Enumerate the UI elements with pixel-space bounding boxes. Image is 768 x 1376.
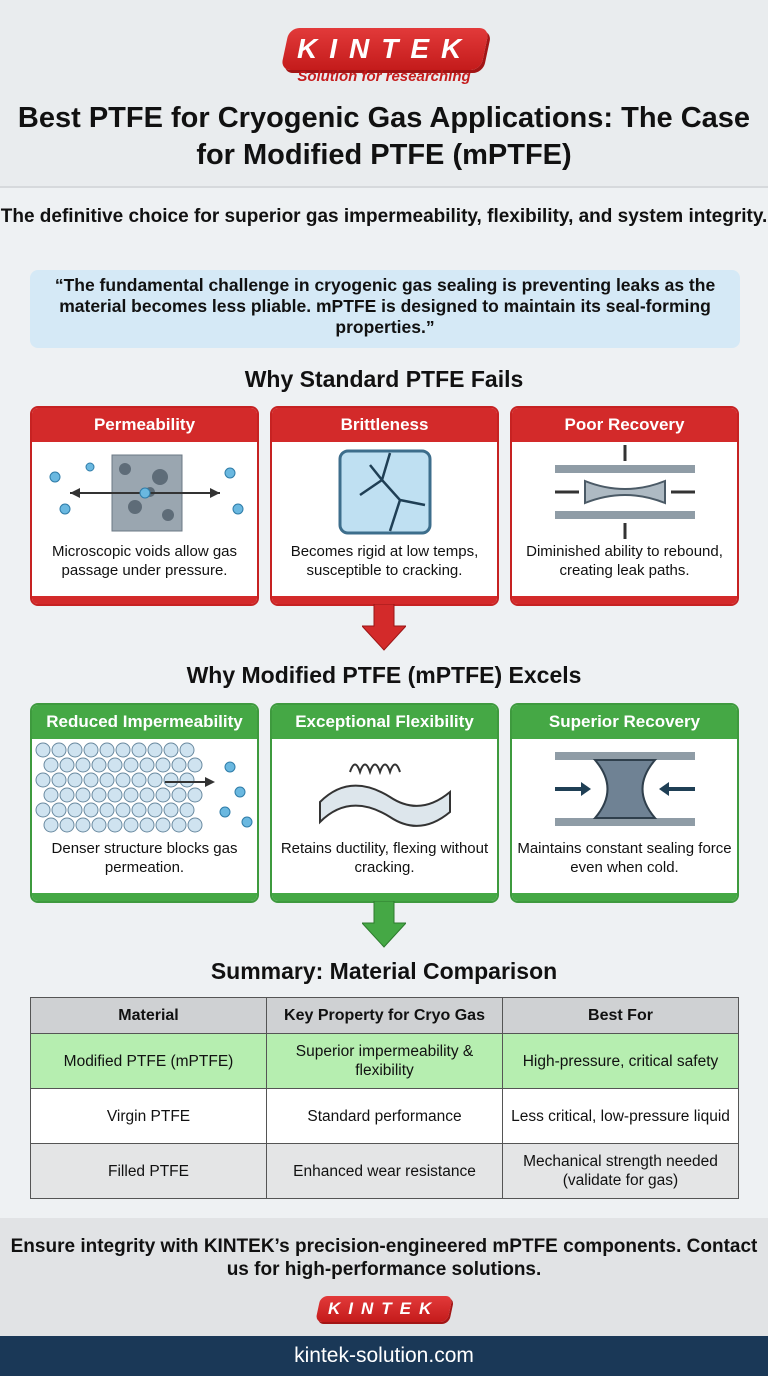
card-exceptional-flexibility: Exceptional Flexibility Retains ductilit… <box>270 703 499 903</box>
card-text: Retains ductility, flexing without crack… <box>280 840 489 876</box>
card-superior-recovery: Superior Recovery Maintains constant sea… <box>510 703 739 903</box>
card-reduced-impermeability: Reduced Impermeability Denser structure … <box>30 703 259 903</box>
card-footer <box>32 893 257 901</box>
card-title: Permeability <box>32 408 257 442</box>
card-brittleness: Brittleness Becomes rigid at low temps, … <box>270 406 499 606</box>
table-cell: Superior impermeability & flexibility <box>266 1033 503 1089</box>
card-title: Reduced Impermeability <box>32 705 257 739</box>
cracked-ice-icon <box>272 442 497 542</box>
card-footer <box>512 596 737 604</box>
card-text: Maintains constant sealing force even wh… <box>517 840 732 876</box>
table-cell: High-pressure, critical safety <box>502 1033 739 1089</box>
card-text: Denser structure blocks gas permeation. <box>51 840 238 876</box>
column-header: Material <box>30 997 267 1034</box>
page-title: Best PTFE for Cryogenic Gas Applications… <box>17 102 751 171</box>
card-permeability: Permeability Microscopic voids allow gas… <box>30 406 259 606</box>
table-cell: Less critical, low-pressure liquid <box>502 1088 739 1144</box>
resilient-seal-icon <box>512 739 737 839</box>
table-row: Virgin PTFE Standard performance Less cr… <box>30 1088 739 1144</box>
card-title: Poor Recovery <box>512 408 737 442</box>
quote-box: “The fundamental challenge in cryogenic … <box>30 270 740 348</box>
website-link[interactable]: kintek-solution.com <box>0 1336 768 1376</box>
column-header: Key Property for Cryo Gas <box>266 997 503 1034</box>
card-title: Superior Recovery <box>512 705 737 739</box>
table-cell: Enhanced wear resistance <box>266 1143 503 1199</box>
card-text: Diminished ability to rebound, creating … <box>526 543 723 579</box>
arrow-down-icon <box>362 604 406 651</box>
table-cell: Modified PTFE (mPTFE) <box>30 1033 267 1089</box>
comparison-table: Material Key Property for Cryo Gas Best … <box>30 997 739 1199</box>
table-cell: Mechanical strength needed (validate for… <box>502 1143 739 1199</box>
summary-heading: Summary: Material Comparison <box>210 958 558 984</box>
column-header: Best For <box>502 997 739 1034</box>
card-text: Microscopic voids allow gas passage unde… <box>51 543 238 579</box>
card-poor-recovery: Poor Recovery Diminished ability to rebo… <box>510 406 739 606</box>
card-footer <box>272 893 497 901</box>
fails-heading: Why Standard PTFE Fails <box>244 366 524 392</box>
card-text: Becomes rigid at low temps, susceptible … <box>290 543 479 579</box>
table-row: Modified PTFE (mPTFE) Superior impermeab… <box>30 1033 739 1089</box>
subtitle: The definitive choice for superior gas i… <box>0 206 768 227</box>
kintek-logo-footer: KINTEK <box>315 1296 453 1322</box>
kintek-logo: KINTEK <box>280 28 490 70</box>
tagline: Solution for researching <box>297 68 471 85</box>
card-footer <box>32 596 257 604</box>
compressed-seal-icon <box>512 442 737 542</box>
table-row: Filled PTFE Enhanced wear resistance Mec… <box>30 1143 739 1199</box>
table-cell: Standard performance <box>266 1088 503 1144</box>
dense-lattice-icon <box>32 739 257 839</box>
porous-membrane-icon <box>32 442 257 542</box>
arrow-down-icon <box>362 901 406 948</box>
card-footer <box>272 596 497 604</box>
table-cell: Filled PTFE <box>30 1143 267 1199</box>
card-title: Exceptional Flexibility <box>272 705 497 739</box>
call-to-action: Ensure integrity with KINTEK’s precision… <box>10 1236 758 1280</box>
excels-heading: Why Modified PTFE (mPTFE) Excels <box>186 662 582 688</box>
card-footer <box>512 893 737 901</box>
flexible-strip-icon <box>272 739 497 839</box>
table-cell: Virgin PTFE <box>30 1088 267 1144</box>
card-title: Brittleness <box>272 408 497 442</box>
table-header: Material Key Property for Cryo Gas Best … <box>30 997 739 1034</box>
